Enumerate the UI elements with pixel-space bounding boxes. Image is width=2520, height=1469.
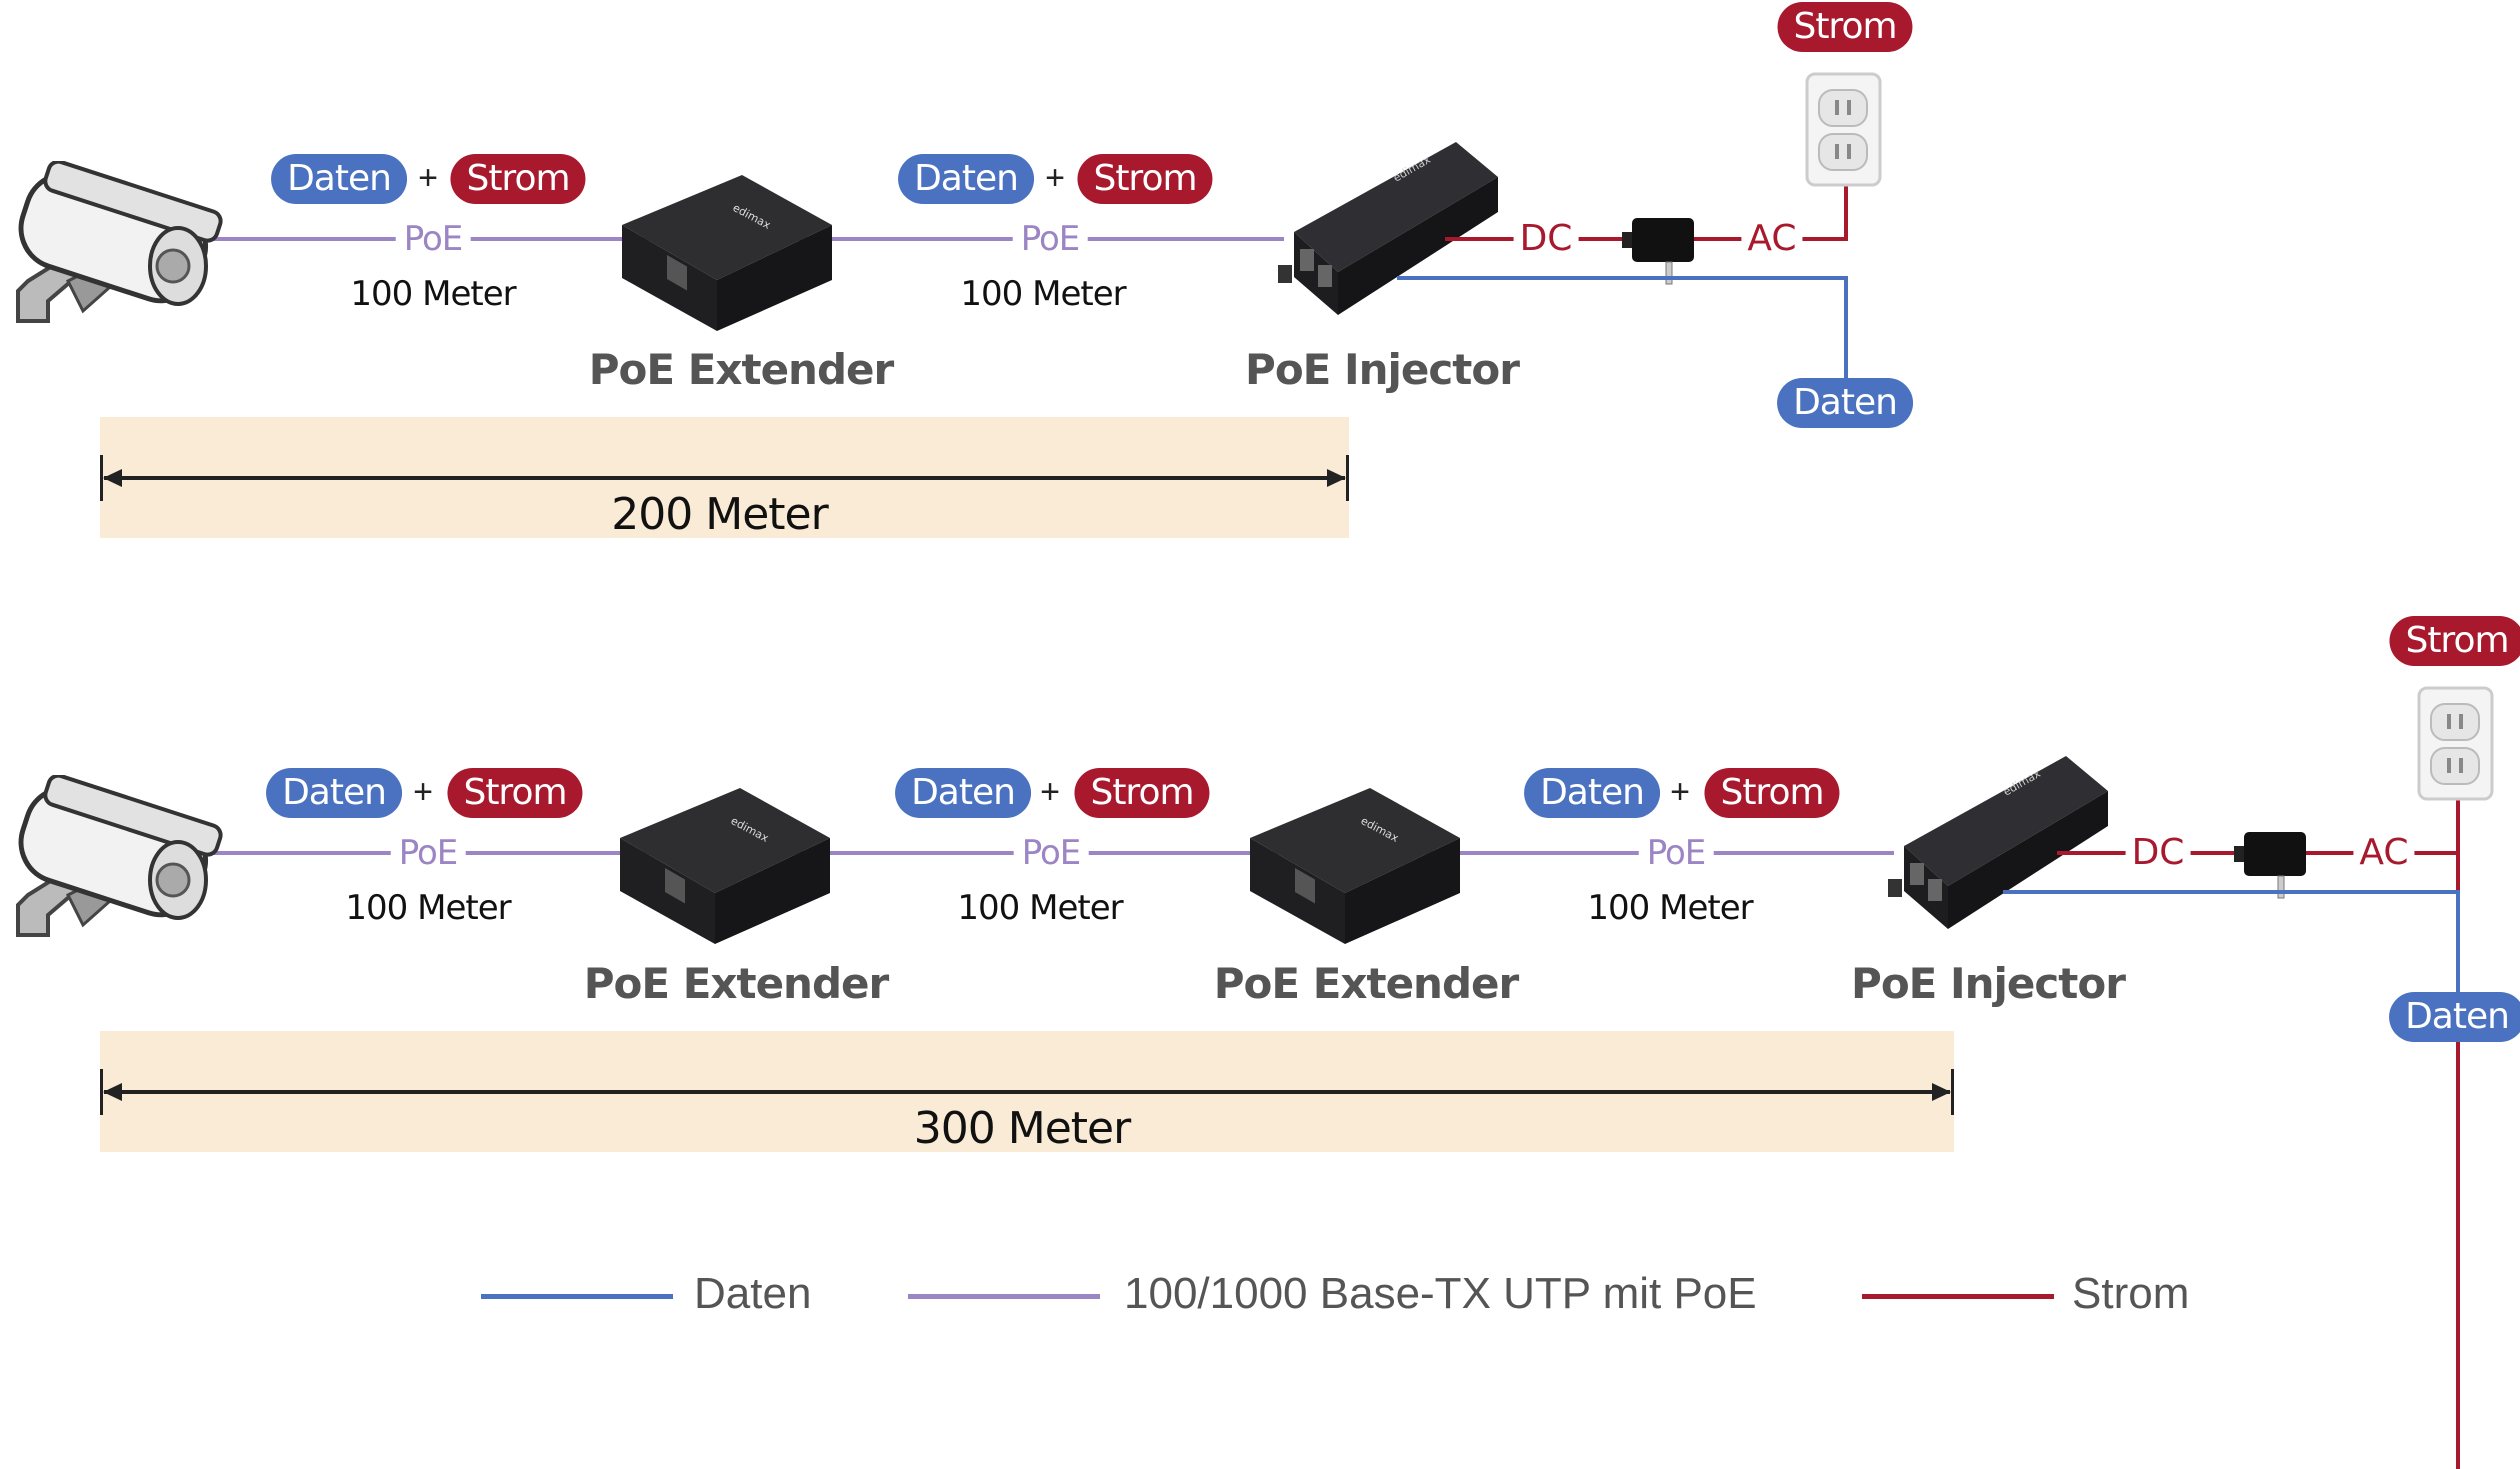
poe-cable-label: PoE bbox=[395, 219, 471, 259]
ac-label: AC bbox=[2353, 832, 2415, 874]
total-distance-label: 200 Meter bbox=[611, 489, 828, 540]
segment-length-label: 100 Meter bbox=[960, 274, 1126, 314]
legend-label: Daten bbox=[694, 1269, 812, 1318]
power-badge: Strom bbox=[1704, 768, 1840, 818]
poe-cable-label: PoE bbox=[390, 833, 466, 873]
poe-extender-icon: edimax bbox=[1250, 783, 1462, 945]
poe-extender-label: PoE Extender bbox=[588, 345, 894, 394]
legend: Daten 100/1000 Base-TX UTP mit PoE Strom bbox=[0, 1264, 2520, 1320]
legend-label: 100/1000 Base-TX UTP mit PoE bbox=[1124, 1269, 1757, 1318]
poe-extender-icon: edimax bbox=[622, 170, 834, 332]
power-outlet-icon bbox=[2417, 686, 2495, 802]
plus-sign: + bbox=[1045, 159, 1065, 197]
poe-injector-icon: edimax bbox=[1276, 137, 1502, 317]
legend-swatch bbox=[908, 1294, 1100, 1299]
segment-length-label: 100 Meter bbox=[345, 888, 511, 928]
plus-sign: + bbox=[1040, 773, 1060, 811]
data-line bbox=[2003, 890, 2458, 894]
power-adapter-icon bbox=[1622, 218, 1696, 286]
poe-injector-label: PoE Injector bbox=[1851, 959, 2126, 1008]
data-line-vertical bbox=[1844, 276, 1848, 380]
distance-arrow bbox=[100, 1080, 1954, 1104]
distance-end-tick bbox=[1951, 1069, 1954, 1115]
total-distance-label: 300 Meter bbox=[913, 1103, 1131, 1154]
legend-swatch bbox=[481, 1294, 673, 1299]
data-line bbox=[1397, 276, 1846, 280]
poe-cable-label: PoE bbox=[1638, 833, 1714, 873]
data-badge: Daten bbox=[266, 768, 402, 818]
plus-sign: + bbox=[418, 159, 438, 197]
poe-cable-label: PoE bbox=[1012, 219, 1088, 259]
dc-label: DC bbox=[1513, 218, 1579, 260]
poe-injector-label: PoE Injector bbox=[1245, 345, 1520, 394]
plus-sign: + bbox=[413, 773, 433, 811]
distance-end-tick bbox=[1346, 455, 1349, 501]
distance-start-tick bbox=[100, 1069, 103, 1115]
ac-power-line bbox=[2456, 800, 2460, 1469]
outlet-power-badge: Strom bbox=[1777, 2, 1913, 52]
poe-cable-label: PoE bbox=[1013, 833, 1089, 873]
ac-power-line bbox=[1844, 186, 1848, 241]
ip-camera-icon bbox=[8, 161, 223, 326]
distance-start-tick bbox=[100, 455, 103, 501]
power-badge: Strom bbox=[1074, 768, 1210, 818]
poe-extender-icon: edimax bbox=[620, 783, 832, 945]
data-badge: Daten bbox=[898, 154, 1034, 204]
data-line-vertical bbox=[2456, 890, 2460, 994]
poe-injector-icon: edimax bbox=[1886, 751, 2112, 931]
data-badge: Daten bbox=[895, 768, 1031, 818]
network-data-badge: Daten bbox=[1777, 378, 1913, 428]
data-badge: Daten bbox=[271, 154, 407, 204]
segment-length-label: 100 Meter bbox=[350, 274, 516, 314]
power-badge: Strom bbox=[1077, 154, 1213, 204]
network-data-badge: Daten bbox=[2389, 992, 2520, 1042]
power-adapter-icon bbox=[2234, 832, 2308, 900]
legend-label: Strom bbox=[2072, 1269, 2190, 1318]
segment-length-label: 100 Meter bbox=[1587, 888, 1753, 928]
segment-length-label: 100 Meter bbox=[957, 888, 1123, 928]
distance-arrow bbox=[100, 466, 1349, 490]
ip-camera-icon bbox=[8, 775, 223, 940]
poe-extender-label: PoE Extender bbox=[1213, 959, 1519, 1008]
dc-label: DC bbox=[2125, 832, 2191, 874]
outlet-power-badge: Strom bbox=[2389, 616, 2520, 666]
ac-label: AC bbox=[1741, 218, 1803, 260]
power-badge: Strom bbox=[447, 768, 583, 818]
power-outlet-icon bbox=[1805, 72, 1883, 188]
data-badge: Daten bbox=[1524, 768, 1660, 818]
legend-swatch bbox=[1862, 1294, 2054, 1299]
power-badge: Strom bbox=[450, 154, 586, 204]
poe-extender-label: PoE Extender bbox=[583, 959, 889, 1008]
plus-sign: + bbox=[1670, 773, 1690, 811]
